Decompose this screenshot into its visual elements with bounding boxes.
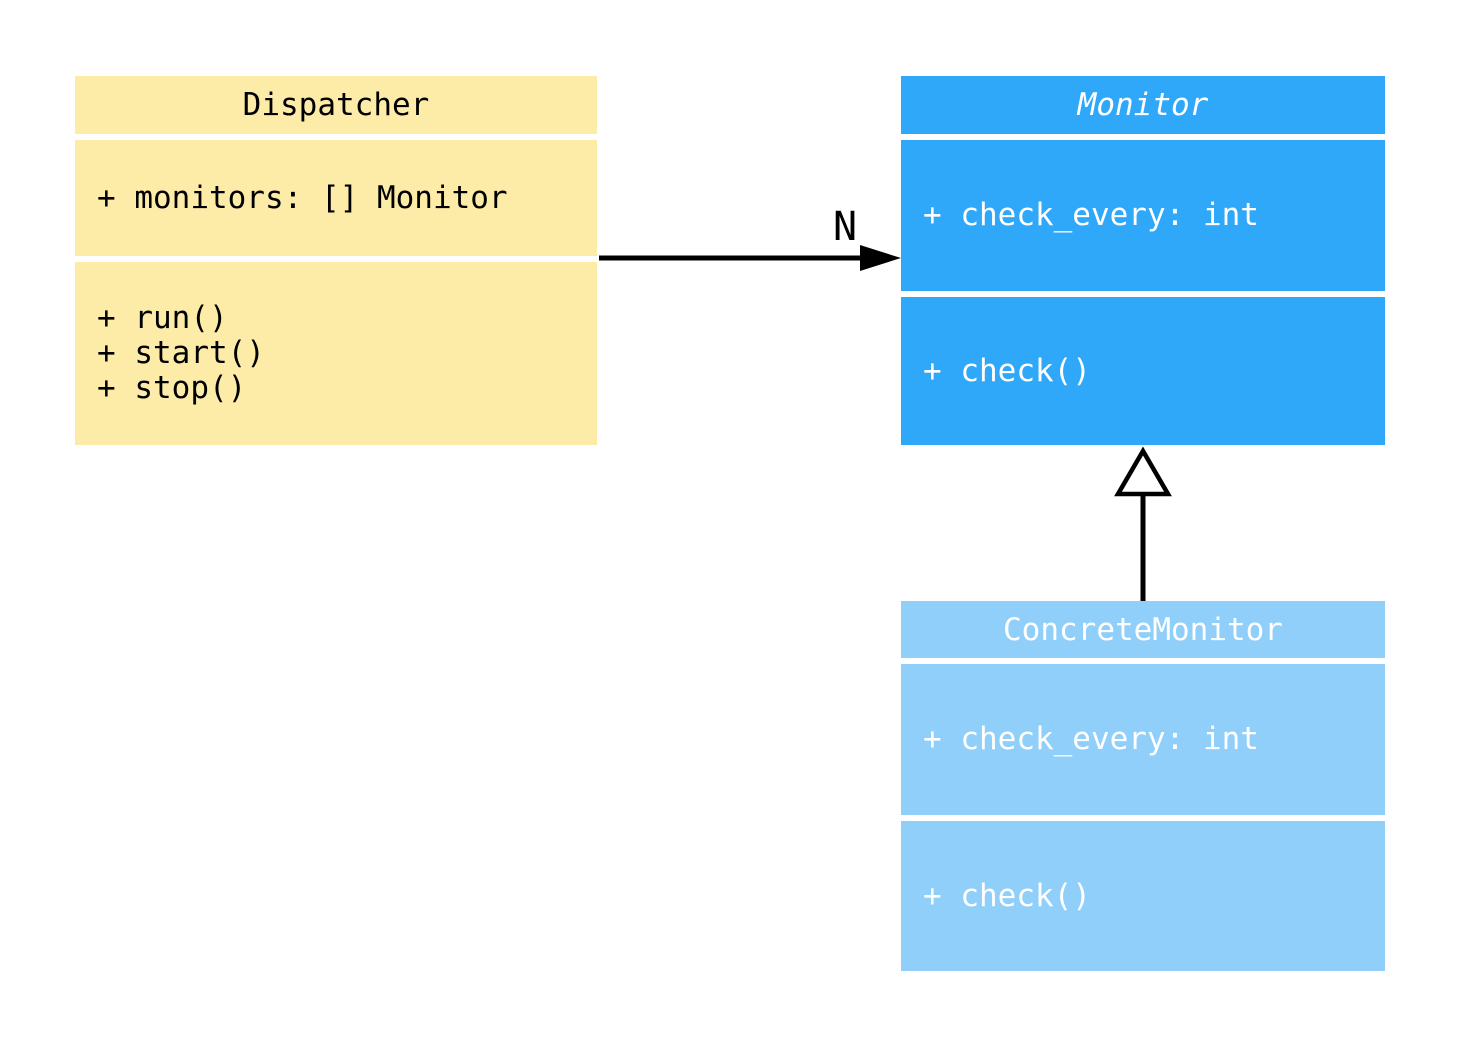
method-line: + stop() bbox=[97, 370, 247, 406]
attribute-line: + check_every: int bbox=[923, 197, 1259, 233]
class-attributes-monitor: + check_every: int bbox=[901, 140, 1385, 291]
class-box-monitor: Monitor + check_every: int + check() bbox=[901, 76, 1385, 445]
method-line: + run() bbox=[97, 300, 228, 336]
class-methods-dispatcher: + run() + start() + stop() bbox=[75, 262, 597, 445]
class-title-dispatcher: Dispatcher bbox=[75, 76, 597, 134]
class-title-concrete-monitor: ConcreteMonitor bbox=[901, 601, 1385, 658]
method-line: + check() bbox=[923, 352, 1091, 389]
class-box-dispatcher: Dispatcher + monitors: [] Monitor + run(… bbox=[75, 76, 597, 445]
association-multiplicity-label: N bbox=[832, 204, 858, 250]
association-arrowhead-icon bbox=[860, 245, 901, 271]
inheritance-triangle-icon bbox=[1114, 446, 1172, 497]
class-box-concrete-monitor: ConcreteMonitor + check_every: int + che… bbox=[901, 601, 1385, 971]
method-line: + start() bbox=[97, 335, 265, 371]
class-attributes-dispatcher: + monitors: [] Monitor bbox=[75, 140, 597, 256]
attribute-line: + check_every: int bbox=[923, 721, 1259, 757]
class-methods-concrete-monitor: + check() bbox=[901, 821, 1385, 971]
class-title-monitor: Monitor bbox=[901, 76, 1385, 134]
method-line: + check() bbox=[923, 877, 1091, 914]
class-attributes-concrete-monitor: + check_every: int bbox=[901, 664, 1385, 815]
class-methods-monitor: + check() bbox=[901, 297, 1385, 445]
attribute-line: + monitors: [] Monitor bbox=[97, 179, 508, 216]
